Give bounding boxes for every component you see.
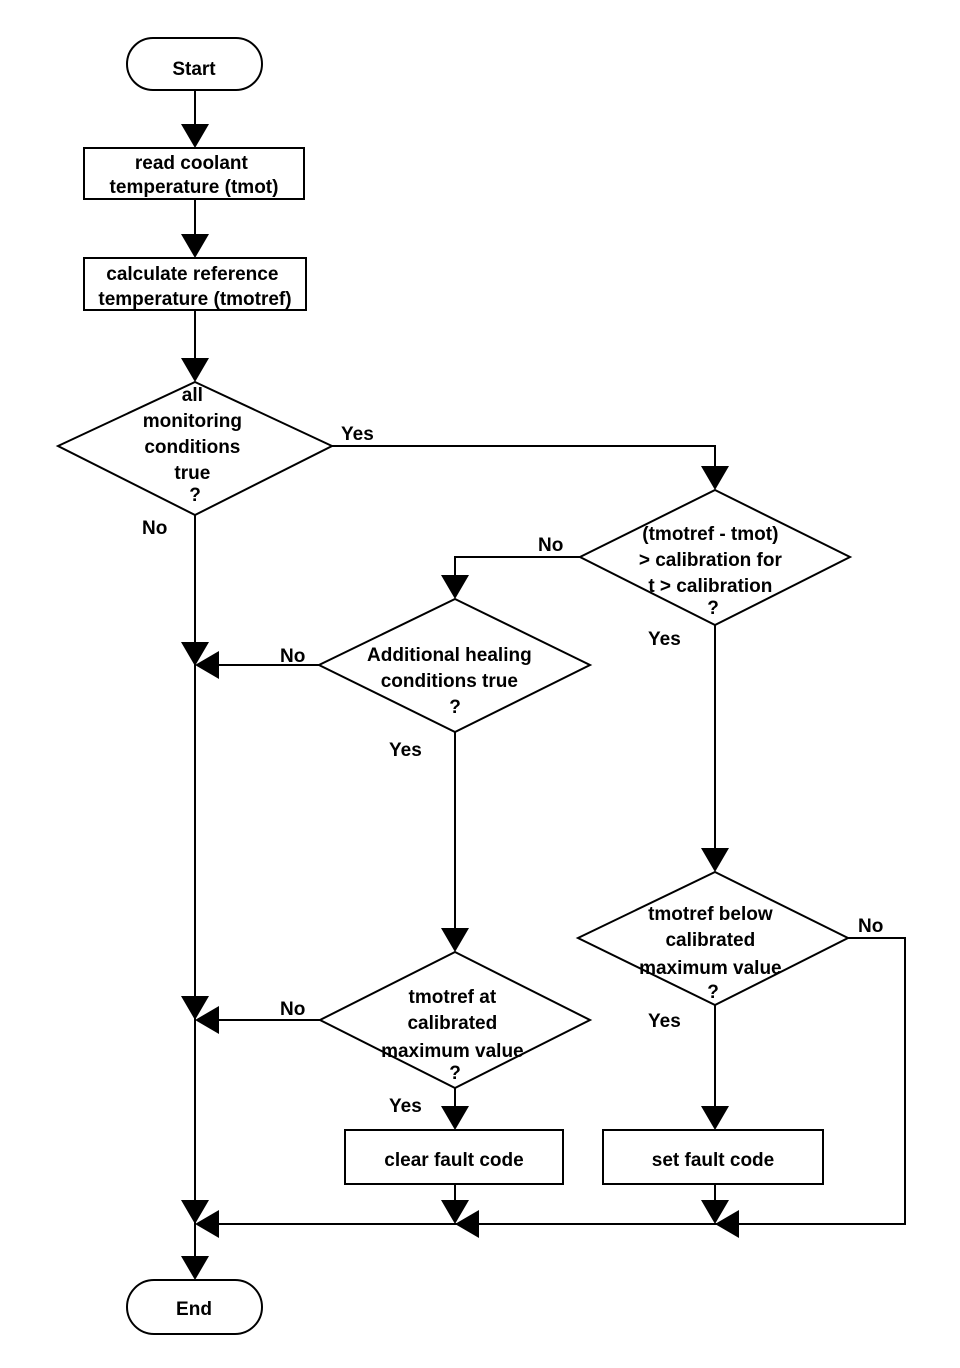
node-difference-line-2: > calibration for <box>639 550 783 571</box>
label-difference-yes: Yes <box>648 629 681 650</box>
svg-text:Additional healing condi: Additional healing conditions true ? <box>367 645 537 718</box>
node-healing-line-3: ? <box>449 697 461 718</box>
node-below-max-line-3: maximum value <box>639 958 782 979</box>
arrowhead-to-set-fault <box>701 1106 729 1130</box>
node-monitoring-line-1: all <box>182 385 203 406</box>
node-calc-reference-line-2: temperature (tmotref) <box>98 289 291 310</box>
node-below-max-line-4: ? <box>707 982 719 1003</box>
label-at-max-yes: Yes <box>389 1096 422 1117</box>
svg-text:read coolant temperature: read coolant temperature (tmot) <box>110 153 279 198</box>
arrowhead-to-clear-fault <box>441 1106 469 1130</box>
node-difference-line-1: (tmotref - tmot) <box>642 524 778 545</box>
arrowhead-main-join-2-down <box>181 996 209 1020</box>
node-read-coolant-line-1: read coolant <box>135 153 249 174</box>
svg-text:tmotref below calibrated: tmotref below calibrated maximum value ? <box>639 904 787 1003</box>
label-below-max-no: No <box>858 916 883 937</box>
edge-monitoring-yes <box>332 445 716 466</box>
node-at-max-line-2: calibrated <box>407 1013 497 1034</box>
arrowhead-to-read <box>181 124 209 148</box>
node-monitoring-conditions: all monitoring conditions true ? <box>55 380 335 517</box>
node-set-fault: set fault code <box>602 1129 824 1185</box>
node-clear-fault-line-1: clear fault code <box>384 1150 523 1171</box>
node-difference-check: (tmotref - tmot) > calibration for t > c… <box>577 488 853 627</box>
node-calc-reference-line-1: calculate reference <box>106 264 278 285</box>
arrowhead-main-join-3-left <box>195 1210 219 1238</box>
arrowhead-to-below-max <box>701 848 729 872</box>
label-monitoring-yes: Yes <box>341 424 374 445</box>
arrowhead-main-join-1-down <box>181 642 209 666</box>
label-monitoring-no: No <box>142 518 167 539</box>
node-monitoring-line-5: ? <box>189 485 201 506</box>
svg-text:tmotref at calibrated: tmotref at calibrated maximum value ? <box>381 987 529 1084</box>
label-healing-no: No <box>280 646 305 667</box>
node-below-max: tmotref below calibrated maximum value ? <box>575 870 851 1007</box>
arrowhead-to-calc <box>181 234 209 258</box>
arrowhead-main-join-3-down <box>181 1200 209 1224</box>
svg-text:End: End <box>176 1299 212 1320</box>
node-monitoring-line-2: monitoring <box>143 411 242 432</box>
node-healing-conditions: Additional healing conditions true ? <box>316 597 593 734</box>
node-end-line-1: End <box>176 1299 212 1320</box>
label-healing-yes: Yes <box>389 740 422 761</box>
node-set-fault-line-1: set fault code <box>652 1150 774 1171</box>
arrowhead-to-end <box>181 1256 209 1280</box>
node-at-max-line-3: maximum value <box>381 1041 524 1062</box>
node-monitoring-line-3: conditions <box>144 437 240 458</box>
svg-text:calculate reference temp: calculate reference temperature (tmotref… <box>98 264 291 310</box>
node-difference-line-4: ? <box>707 598 719 619</box>
node-difference-line-3: t > calibration <box>648 576 772 597</box>
node-read-coolant-line-2: temperature (tmot) <box>110 177 279 198</box>
svg-text:Start: Start <box>172 59 216 80</box>
node-monitoring-line-4: true <box>174 463 210 484</box>
node-healing-line-1: Additional healing <box>367 645 532 666</box>
edge-difference-no <box>454 556 580 575</box>
node-read-coolant: read coolant temperature (tmot) <box>83 147 305 200</box>
node-at-max-line-4: ? <box>449 1063 461 1084</box>
arrowhead-to-healing <box>441 575 469 599</box>
label-difference-no: No <box>538 535 563 556</box>
node-start-line-1: Start <box>172 59 216 80</box>
arrowhead-merge-set-left <box>715 1210 739 1238</box>
node-below-max-line-2: calibrated <box>665 930 755 951</box>
arrowhead-merge-clear-left <box>455 1210 479 1238</box>
node-clear-fault: clear fault code <box>344 1129 564 1185</box>
node-at-max: tmotref at calibrated maximum value ? <box>317 950 593 1090</box>
arrowhead-merge-clear-down <box>441 1200 469 1224</box>
node-healing-line-2: conditions true <box>381 671 518 692</box>
node-end: End <box>126 1279 263 1335</box>
arrowhead-to-difference <box>701 466 729 490</box>
node-calc-reference: calculate reference temperature (tmotref… <box>83 257 307 311</box>
label-at-max-no: No <box>280 999 305 1020</box>
node-below-max-line-1: tmotref below <box>648 904 773 925</box>
node-start: Start <box>126 37 263 91</box>
edge-labels: Yes No No Yes No Yes No Yes No Yes <box>142 424 883 1117</box>
svg-text:set fault code: set fault code <box>652 1150 774 1171</box>
svg-text:clear fault code: clear fault code <box>384 1150 523 1171</box>
arrowhead-main-join-1-left <box>195 651 219 679</box>
node-at-max-line-1: tmotref at <box>409 987 497 1008</box>
arrowhead-to-monitoring <box>181 358 209 382</box>
svg-text:(tmotref - tmot) > calib: (tmotref - tmot) > calibration for t > c… <box>639 524 787 619</box>
arrowhead-to-at-max <box>441 928 469 952</box>
arrowhead-main-join-2-left <box>195 1006 219 1034</box>
arrowheads <box>181 124 739 1280</box>
svg-text:all monitoring con: all monitoring conditions true ? <box>143 385 247 506</box>
label-below-max-yes: Yes <box>648 1011 681 1032</box>
edge-below-max-no <box>739 937 906 1225</box>
arrowhead-merge-set-down <box>701 1200 729 1224</box>
